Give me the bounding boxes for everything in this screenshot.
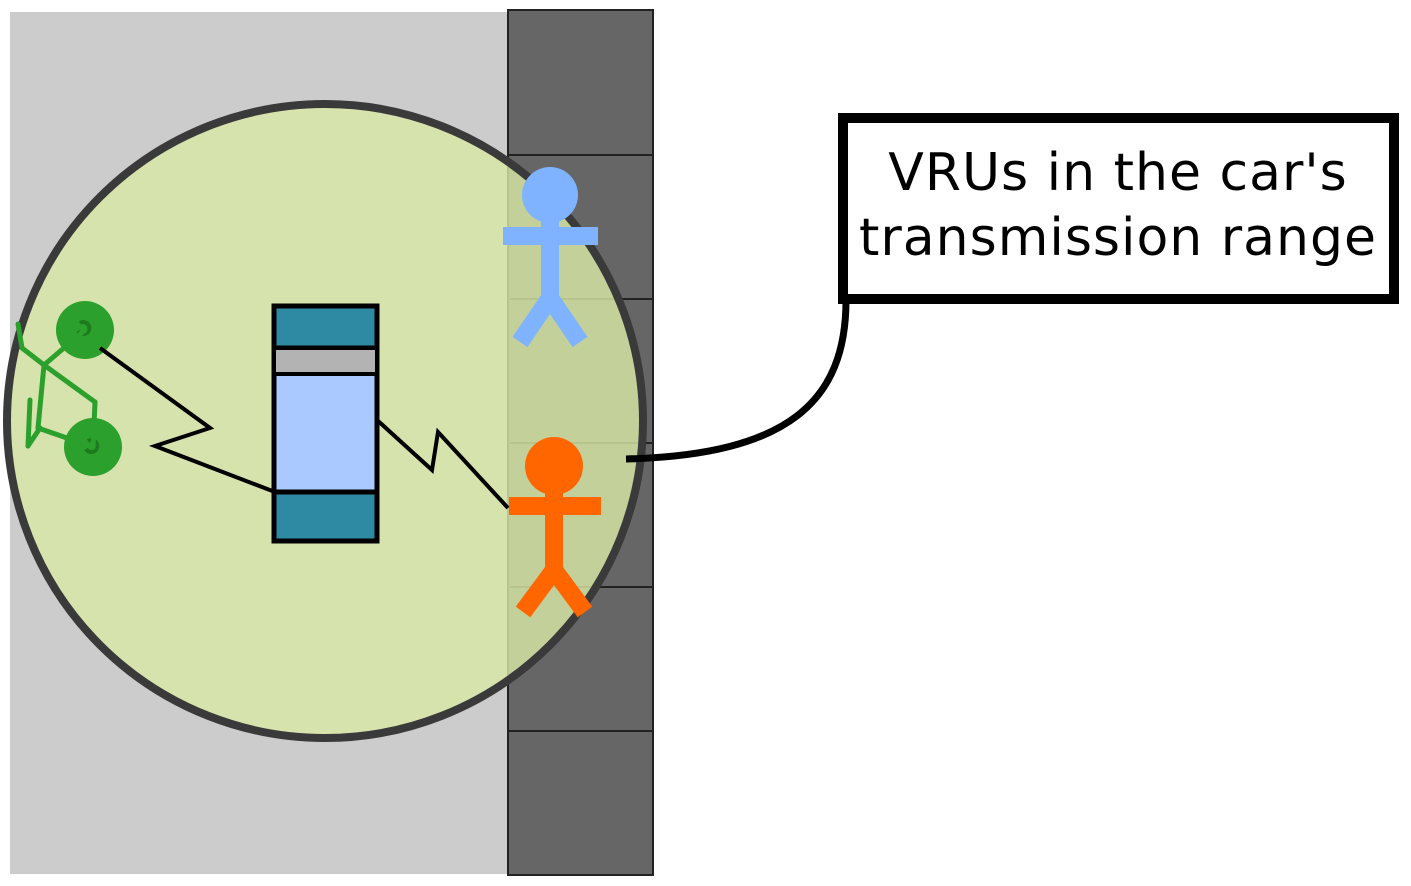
callout-line-2: transmission range [859, 208, 1377, 268]
car-icon [271, 303, 380, 544]
bicycle-icon [15, 301, 122, 476]
callout-line-1: VRUs in the car's [888, 143, 1347, 203]
callout-connector [625, 299, 850, 463]
wireless-link-icon [98, 346, 276, 494]
pedestrian-icon [509, 437, 601, 618]
pedestrian-icon [503, 167, 598, 348]
wireless-link-icon [375, 418, 510, 510]
callout-box: VRUs in the car's transmission range [838, 113, 1399, 304]
